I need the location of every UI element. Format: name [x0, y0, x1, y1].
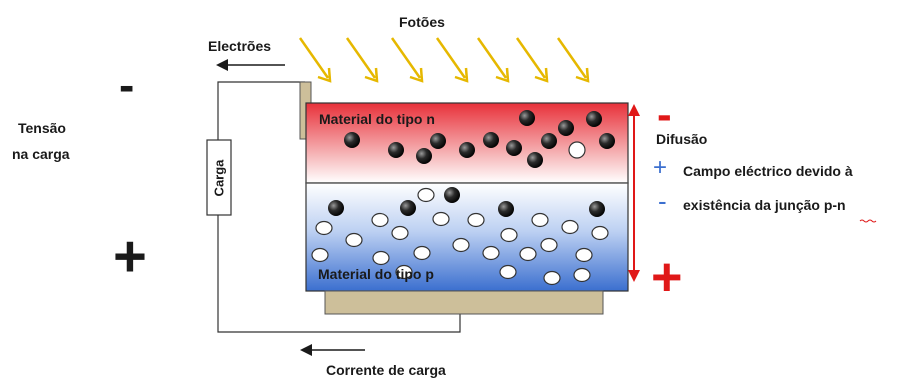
load-label: Carga — [212, 159, 227, 197]
field-label-line2: existência da junção p-n — [683, 197, 846, 213]
hole-icon — [311, 247, 329, 263]
spellcheck-underline — [859, 219, 877, 223]
electron-icon — [519, 110, 535, 126]
current-label: Corrente de carga — [326, 362, 446, 378]
photon-arrow-icon — [345, 37, 379, 83]
voltage-label-line2: na carga — [12, 146, 70, 162]
electrons-p-region — [328, 187, 605, 217]
hole-icon — [499, 264, 517, 280]
photon-arrow-icon — [298, 37, 332, 83]
electrons-n-region — [344, 110, 615, 168]
hole-icon — [413, 245, 431, 261]
hole-icon — [591, 225, 609, 241]
hole-icon — [543, 270, 561, 286]
hole-icon — [568, 141, 586, 159]
hole-icon — [561, 219, 579, 235]
hole-icon — [500, 227, 518, 243]
positive-terminal-symbol: + — [113, 224, 147, 289]
electron-icon — [344, 132, 360, 148]
hole-icon — [519, 246, 537, 262]
field-plus-marker: + — [653, 154, 668, 181]
holes-p-region — [311, 187, 609, 286]
electron-icon — [527, 152, 543, 168]
hole-icon — [452, 237, 470, 253]
hole-icon — [482, 245, 500, 261]
electron-icon — [430, 133, 446, 149]
junction-plus-symbol: + — [651, 247, 683, 307]
field-label-line1: Campo eléctrico devido à — [683, 163, 853, 179]
electron-icon — [459, 142, 475, 158]
electron-icon — [586, 111, 602, 127]
hole-icon — [315, 220, 333, 236]
photon-arrows — [298, 37, 590, 83]
junction-minus-symbol: - — [657, 90, 672, 139]
hole-icon — [345, 232, 363, 248]
hole-icon — [391, 225, 409, 241]
hole-icon — [575, 247, 593, 263]
hole-icon — [432, 211, 450, 227]
hole-icon — [417, 187, 435, 203]
electron-icon — [506, 140, 522, 156]
hole-icon — [467, 212, 485, 228]
circuit-wire — [217, 81, 461, 333]
electrons-label: Electrões — [208, 38, 272, 54]
hole-icon — [540, 237, 558, 253]
p-material-label: Material do tipo p — [318, 266, 434, 282]
voltage-label-line1: Tensão — [18, 120, 66, 136]
field-minus-marker: - — [658, 186, 667, 216]
electron-icon — [589, 201, 605, 217]
photon-arrow-icon — [515, 37, 549, 83]
electron-icon — [498, 201, 514, 217]
electron-icon — [400, 200, 416, 216]
photon-arrow-icon — [476, 37, 510, 83]
photons-label: Fotões — [399, 14, 445, 30]
hole-icon — [395, 264, 413, 280]
electron-icon — [541, 133, 557, 149]
electron-icon — [388, 142, 404, 158]
bottom-contact — [324, 290, 604, 315]
electron-icon — [483, 132, 499, 148]
electron-icon — [558, 120, 574, 136]
n-material-label: Material do tipo n — [319, 111, 435, 127]
negative-terminal-symbol: - — [119, 59, 135, 111]
photon-arrow-icon — [556, 37, 590, 83]
electron-icon — [328, 200, 344, 216]
electron-icon — [416, 148, 432, 164]
hole-icon — [531, 212, 549, 228]
photon-arrow-icon — [390, 37, 424, 83]
electron-icon — [599, 133, 615, 149]
hole-icon — [372, 250, 390, 266]
diffusion-label: Difusão — [656, 131, 708, 147]
electron-icon — [444, 187, 460, 203]
photon-arrow-icon — [435, 37, 469, 83]
load-resistor — [206, 139, 232, 216]
hole-icon — [371, 212, 389, 228]
hole-icon — [573, 267, 591, 283]
